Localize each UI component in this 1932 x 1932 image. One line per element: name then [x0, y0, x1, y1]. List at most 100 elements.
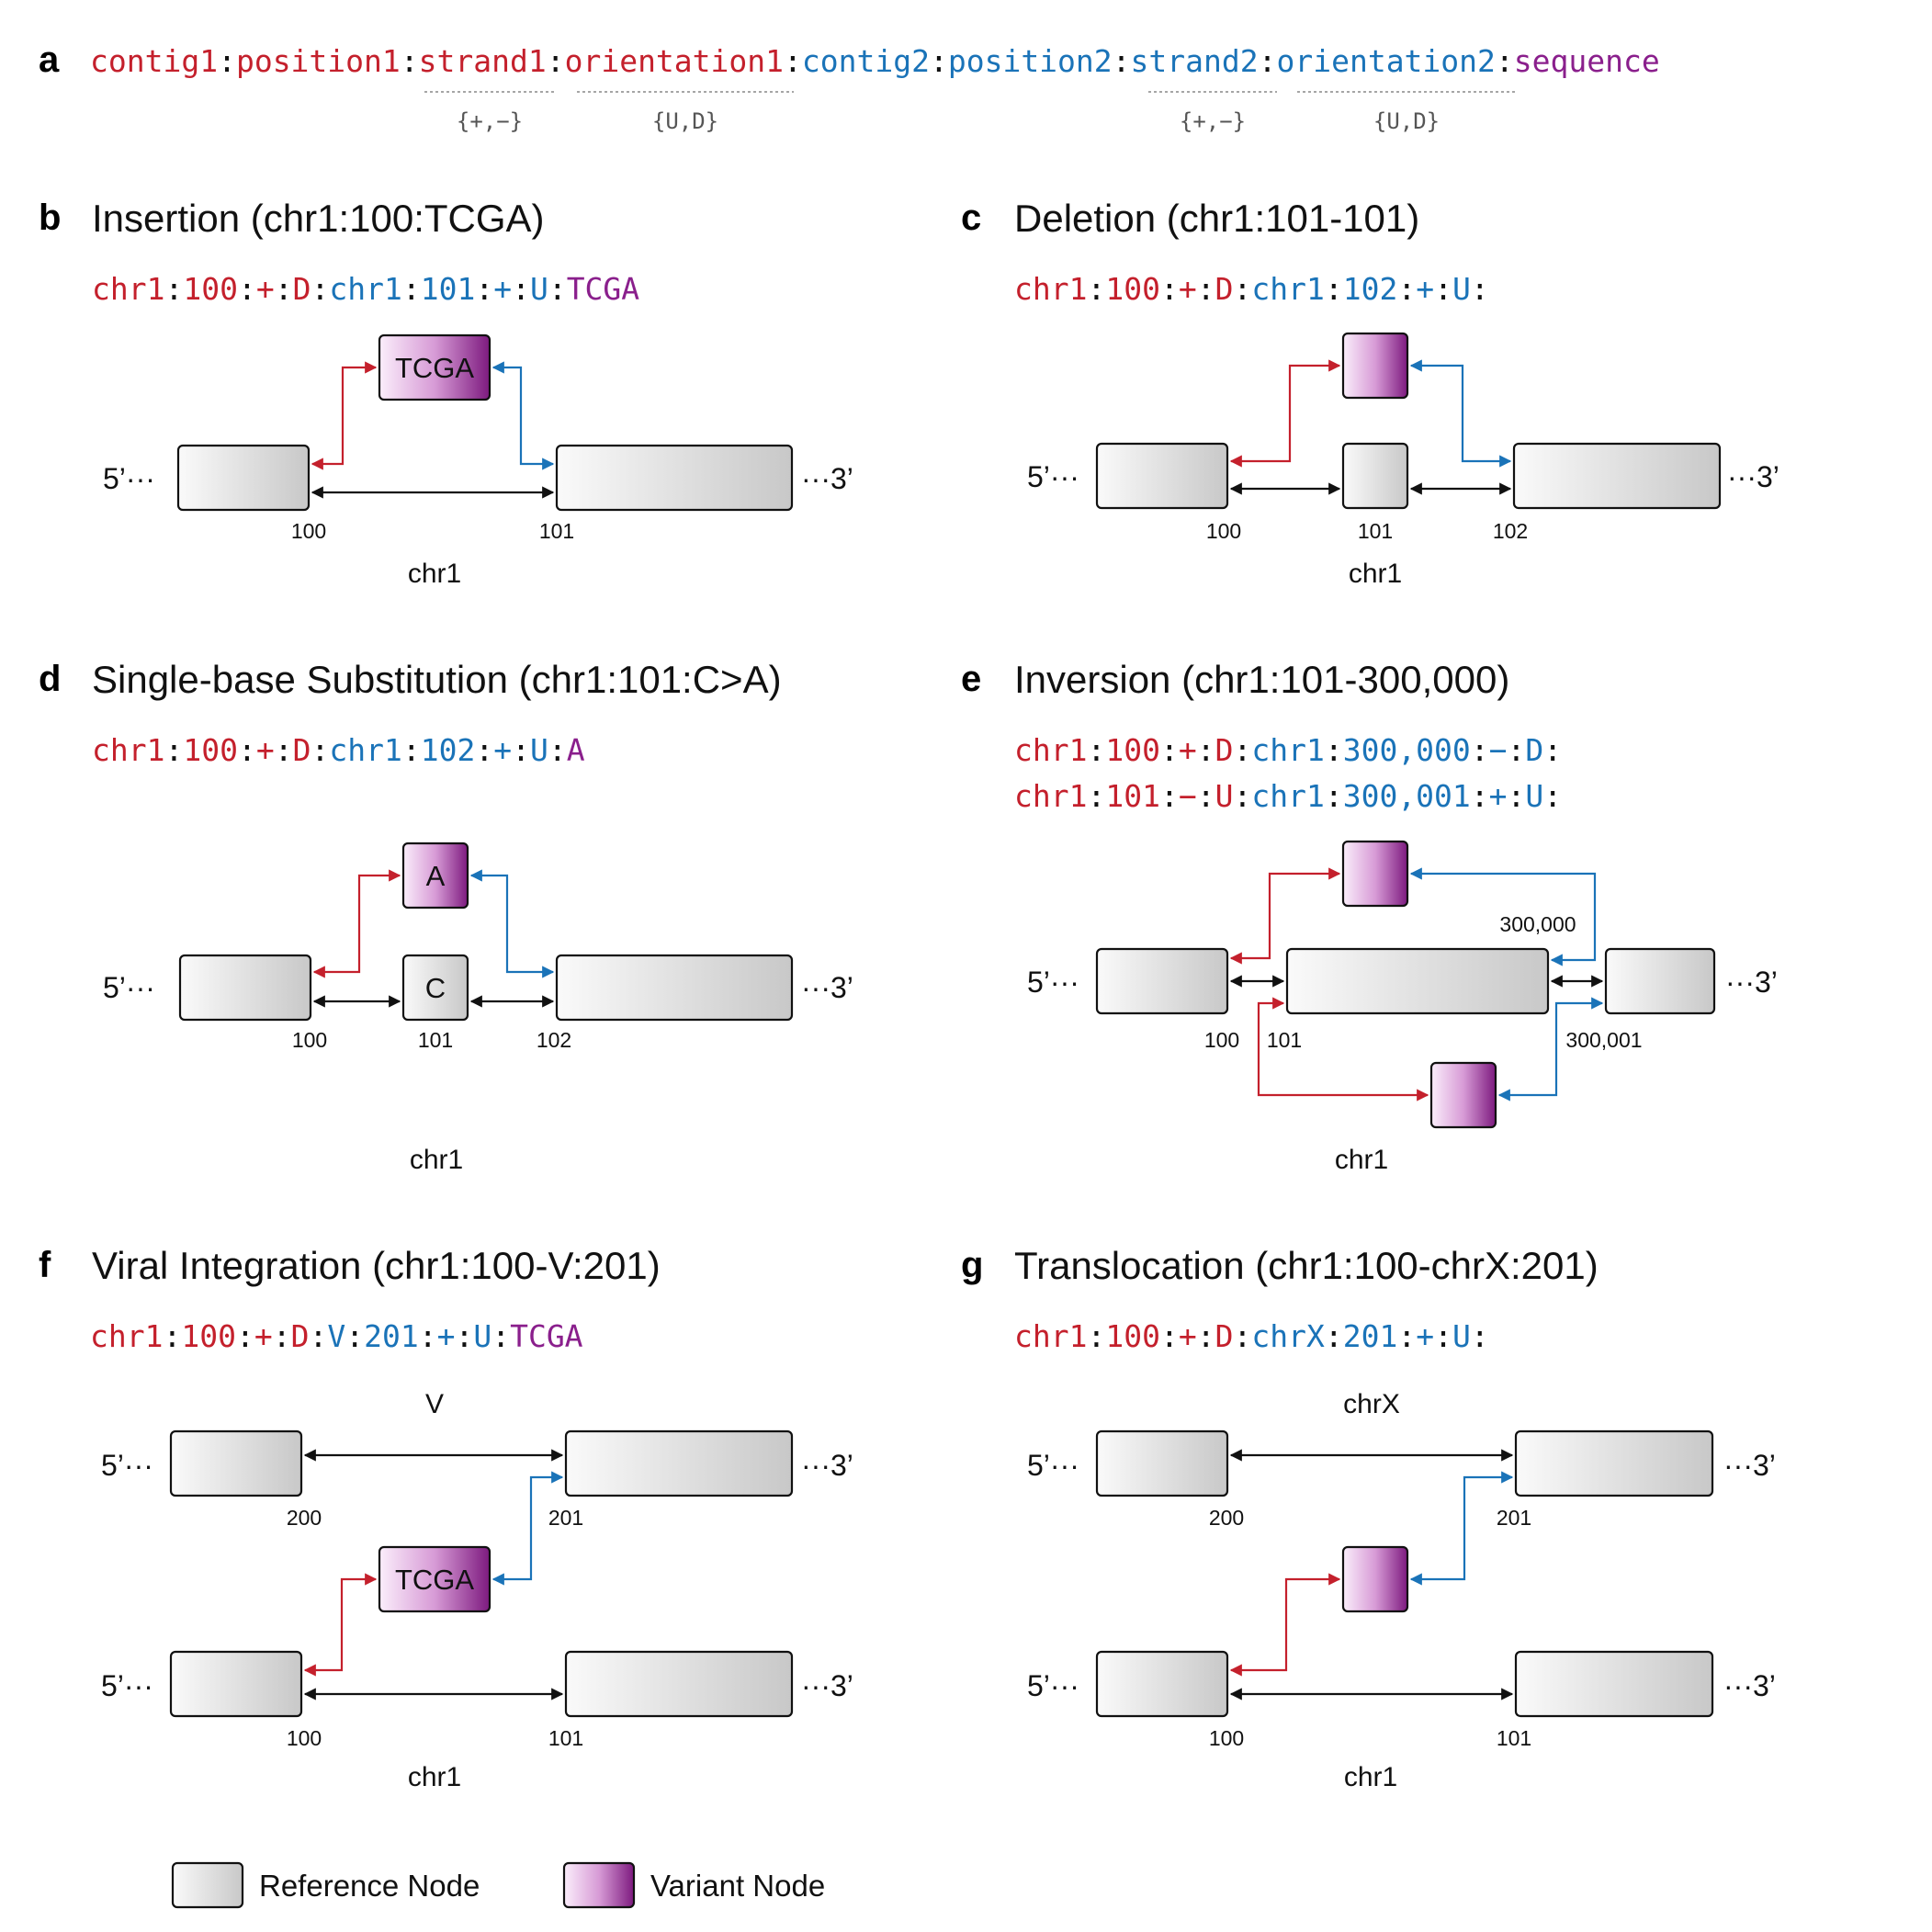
legend: Reference Node Variant Node — [171, 1861, 825, 1909]
orientation2-values: {U,D} — [1373, 108, 1440, 134]
code-token: : — [1160, 732, 1179, 768]
code-token: : — [1160, 271, 1179, 307]
blue-breakpoint-edge — [1409, 359, 1512, 468]
panel-a-format-string: contig1:position1:strand1:orientation1:c… — [90, 43, 1660, 79]
position-label: 100 — [291, 519, 326, 543]
code-token: + — [493, 271, 512, 307]
position-label: 101 — [1267, 1028, 1302, 1052]
five-prime-end: 5’··· — [103, 971, 155, 1004]
format-strand2: strand2 — [1131, 43, 1259, 79]
code-token: : — [238, 732, 256, 768]
position-label: 101 — [539, 519, 574, 543]
panel-b-title: Insertion (chr1:100:TCGA) — [92, 197, 545, 240]
format-position1: position1 — [236, 43, 401, 79]
panel-c-deletion: c Deletion (chr1:101-101) chr1:100:+:D:c… — [961, 197, 1779, 589]
five-prime-end: 5’··· — [1027, 1449, 1079, 1482]
code-token: : — [309, 1318, 327, 1354]
reference-node-substituted — [401, 954, 469, 1022]
reference-node-inverted — [1285, 947, 1550, 1015]
code-token: : — [1434, 271, 1452, 307]
three-prime-end: ···3’ — [801, 1669, 853, 1702]
code-token: : — [238, 271, 256, 307]
code-token: U — [473, 1318, 491, 1354]
panel-f-letter: f — [39, 1245, 51, 1285]
panel-g-letter: g — [961, 1245, 983, 1285]
reference-node-left — [1095, 442, 1229, 510]
reference-node-left — [178, 954, 312, 1022]
code-token: chr1 — [329, 271, 401, 307]
reference-node-bottom-right — [1514, 1650, 1714, 1718]
code-token: : — [311, 271, 329, 307]
red-breakpoint-edge-bottom — [1257, 997, 1429, 1102]
code-token: + — [1179, 732, 1197, 768]
format-contig1: contig1 — [90, 43, 218, 79]
code-token: : — [275, 271, 293, 307]
three-prime-end: ···3’ — [801, 971, 853, 1004]
panel-f-viral-integration: f Viral Integration (chr1:100-V:201) chr… — [39, 1244, 853, 1792]
code-token: : — [1197, 732, 1215, 768]
code-token: : — [491, 1318, 510, 1354]
code-token: D — [1215, 1318, 1234, 1354]
code-token: : — [1543, 778, 1562, 814]
code-token: chr1 — [1251, 732, 1324, 768]
code-token: 100 — [1105, 271, 1160, 307]
three-prime-end: ···3’ — [1727, 460, 1779, 493]
position-label: 300,000 — [1499, 912, 1576, 936]
code-token: : — [1543, 732, 1562, 768]
red-breakpoint-edge — [311, 361, 378, 470]
code-token: : — [1471, 778, 1489, 814]
reference-node-right — [1604, 947, 1716, 1015]
red-breakpoint-edge — [312, 869, 401, 978]
code-token: V — [327, 1318, 345, 1354]
code-token: U — [1215, 778, 1234, 814]
variant-node — [1341, 332, 1409, 400]
code-token: : — [1471, 271, 1489, 307]
five-prime-end: 5’··· — [1027, 460, 1079, 493]
three-prime-end: ···3’ — [801, 462, 853, 495]
code-token: : — [1397, 1318, 1416, 1354]
code-token: chrX — [1251, 1318, 1325, 1354]
code-token: D — [293, 271, 311, 307]
code-token: : — [1471, 1318, 1489, 1354]
code-token: : — [1508, 732, 1526, 768]
position-label: 101 — [548, 1726, 583, 1750]
code-token: + — [1179, 271, 1197, 307]
variant-node-label: TCGA — [395, 1564, 474, 1596]
reference-node-bottom-left — [1095, 1650, 1229, 1718]
five-prime-end: 5’··· — [101, 1669, 153, 1702]
contig-label: chr1 — [1344, 1762, 1397, 1792]
code-token: 100 — [1105, 732, 1160, 768]
three-prime-end: ···3’ — [801, 1449, 853, 1482]
three-prime-end: ···3’ — [1723, 1669, 1776, 1702]
code-token: : — [1434, 1318, 1452, 1354]
contig-label: chr1 — [410, 1145, 463, 1175]
panel-e-code-line-1: chr1:100:+:D:chr1:300,000:−:D: — [1014, 732, 1562, 768]
code-token: : — [1325, 732, 1343, 768]
contig-label: chr1 — [1335, 1145, 1388, 1175]
position-label: 100 — [1209, 1726, 1244, 1750]
variant-node — [378, 1545, 491, 1613]
code-token: + — [1416, 271, 1434, 307]
code-token: : — [1471, 732, 1489, 768]
code-token: chr1 — [1251, 271, 1324, 307]
code-token: : — [345, 1318, 364, 1354]
five-prime-end: 5’··· — [103, 462, 155, 495]
panel-c-title: Deletion (chr1:101-101) — [1014, 197, 1419, 240]
position-label: 100 — [287, 1726, 322, 1750]
reference-node-left — [176, 444, 311, 512]
format-orientation1: orientation1 — [565, 43, 784, 79]
code-token: U — [1525, 778, 1543, 814]
code-token: D — [1525, 732, 1543, 768]
format-sequence: sequence — [1514, 43, 1660, 79]
code-token: : — [419, 1318, 437, 1354]
code-token: : — [1197, 271, 1215, 307]
panel-e-code-line-2: chr1:101:−:U:chr1:300,001:+:U: — [1014, 778, 1562, 814]
blue-breakpoint-edge-top — [1409, 867, 1597, 966]
code-token: + — [1416, 1318, 1434, 1354]
position-label: 100 — [1206, 519, 1241, 543]
position-label: 101 — [1358, 519, 1393, 543]
strand2-values: {+,−} — [1180, 108, 1246, 134]
variant-node — [378, 333, 491, 401]
code-token: 201 — [364, 1318, 419, 1354]
